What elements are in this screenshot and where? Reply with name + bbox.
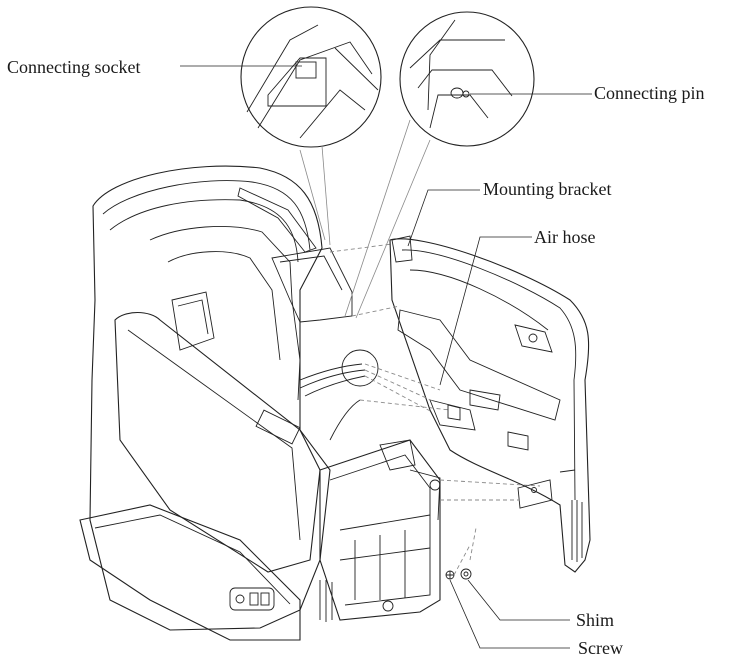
label-screw: Screw — [578, 638, 623, 658]
screw-and-shim — [445, 568, 472, 580]
label-connecting-pin: Connecting pin — [594, 83, 705, 103]
label-connecting-socket: Connecting socket — [7, 57, 140, 77]
leader-lines — [180, 65, 592, 649]
labels: Connecting socket Connecting pin Mountin… — [7, 57, 705, 658]
label-air-hose: Air hose — [534, 227, 596, 247]
chair-body — [79, 165, 441, 641]
shim-outer — [460, 568, 472, 580]
label-mounting-bracket: Mounting bracket — [483, 179, 611, 199]
alignment-lines — [329, 243, 541, 576]
detail-circle-pin — [399, 11, 535, 147]
label-shim: Shim — [576, 610, 614, 630]
side-panel — [389, 235, 591, 573]
detail-circle-socket — [240, 6, 382, 148]
shim-inner — [463, 571, 469, 577]
